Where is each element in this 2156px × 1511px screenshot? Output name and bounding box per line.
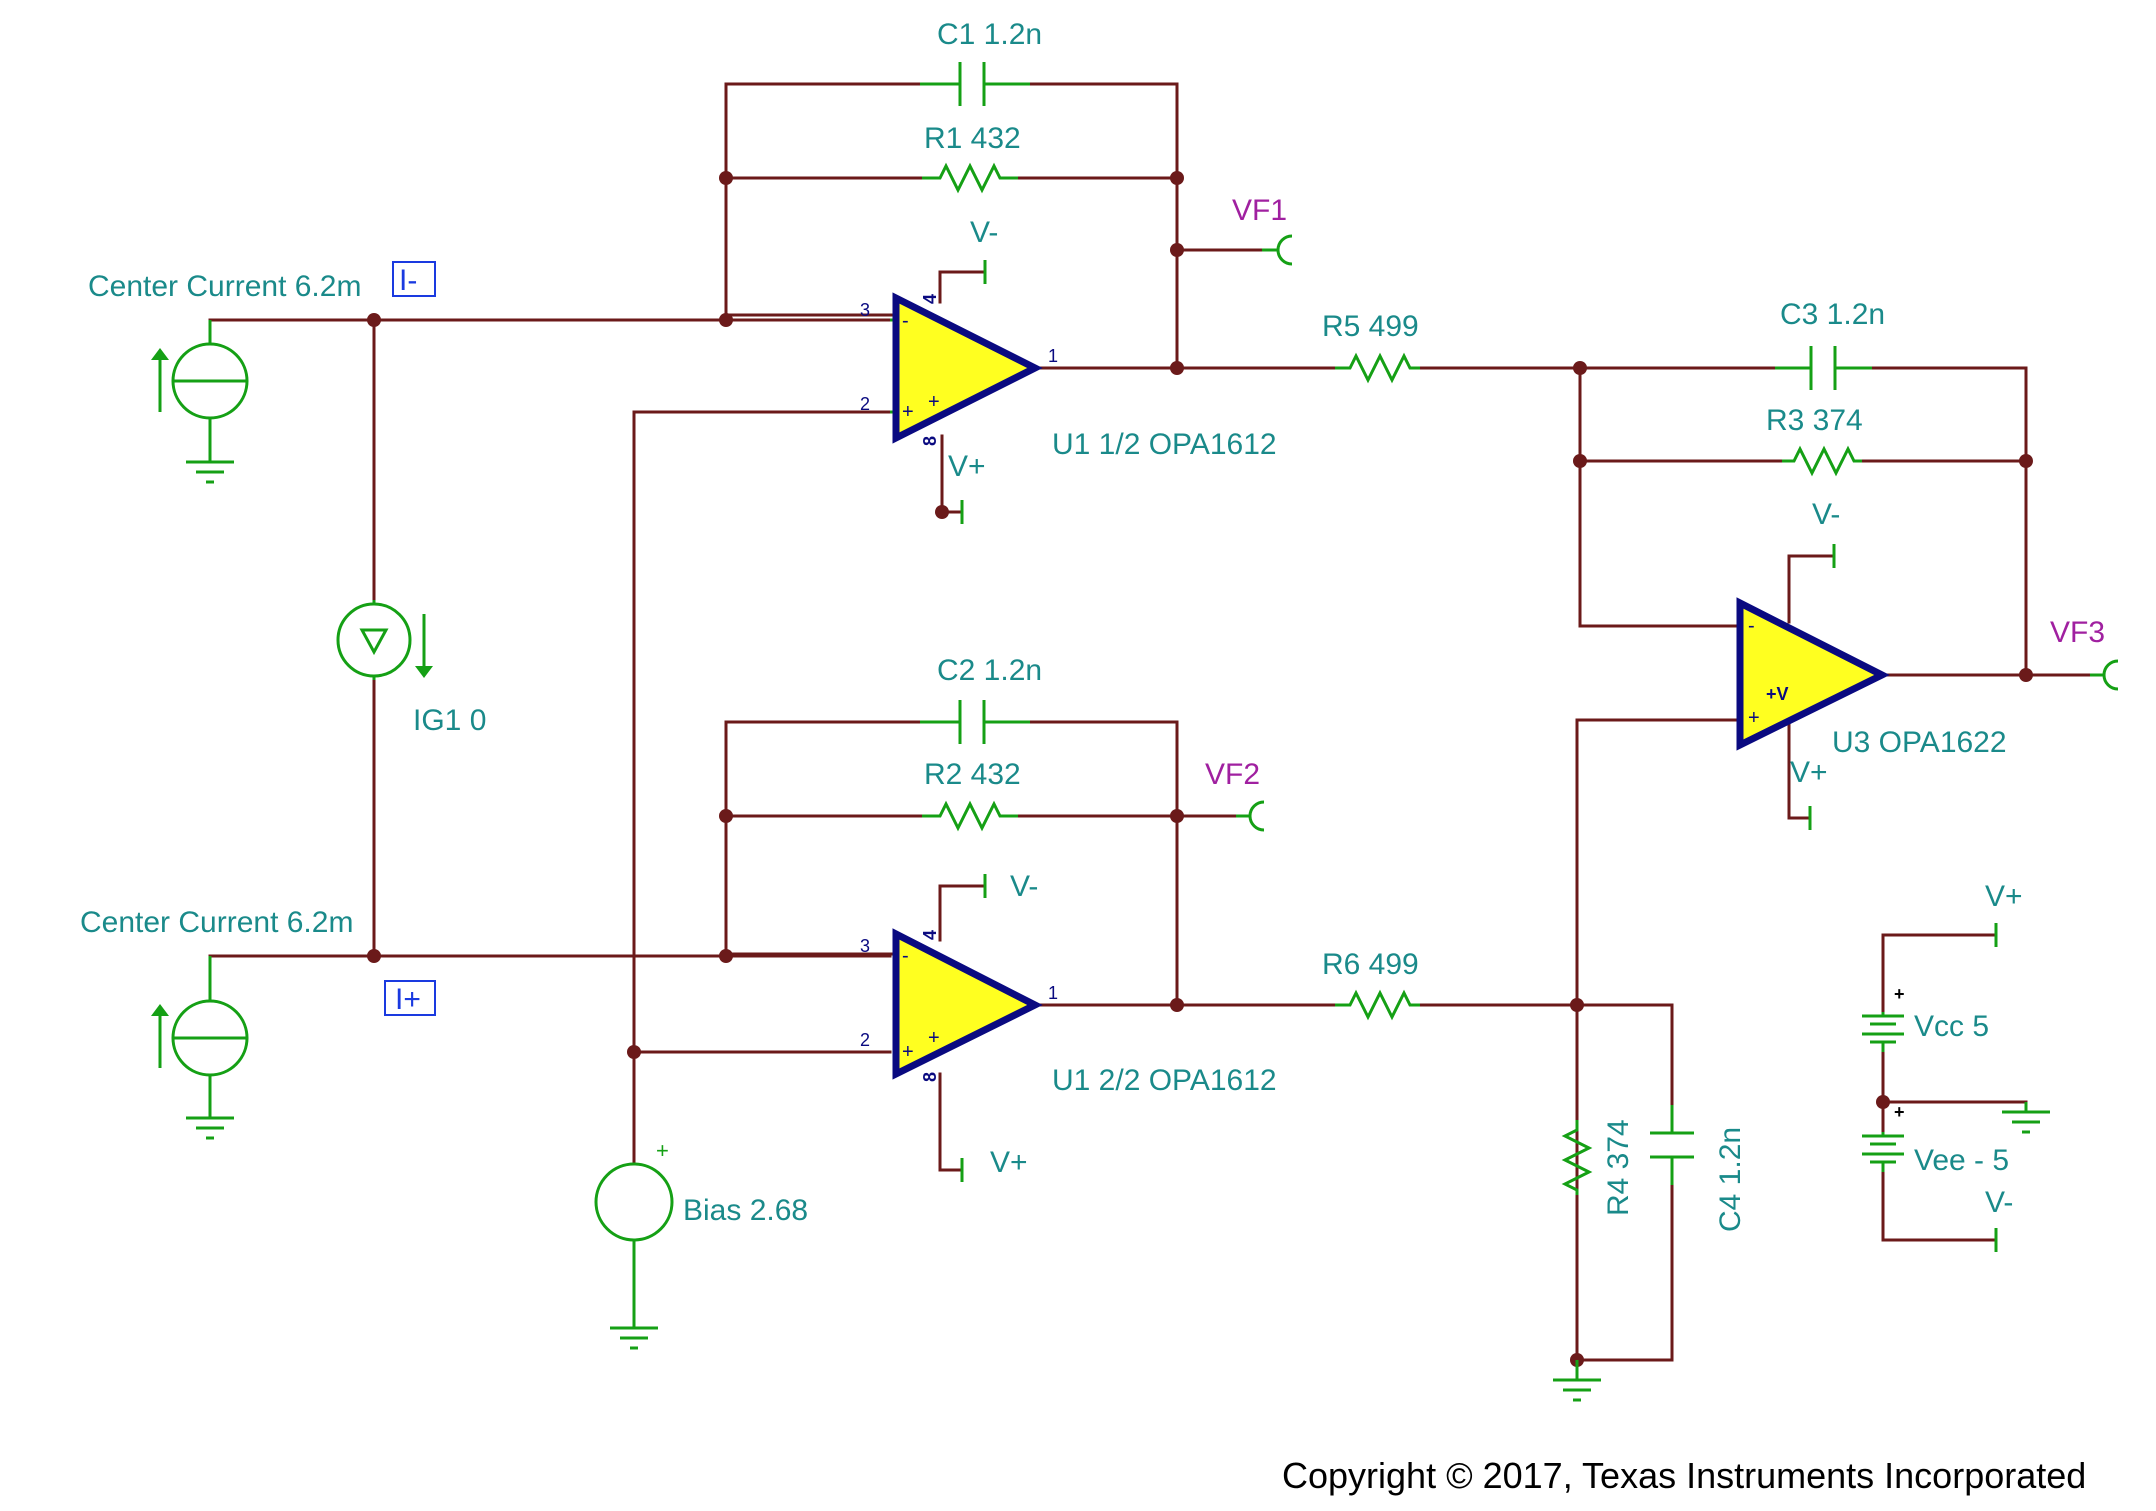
capacitor-c2 — [920, 700, 1030, 744]
current-source-bottom — [151, 956, 249, 1118]
pin-3-label: 3 — [860, 300, 870, 320]
label-vminus-u1b: V- — [1010, 870, 1038, 903]
label-c4: C4 1.2n — [1714, 1127, 1747, 1232]
label-r2: R2 432 — [924, 758, 1021, 791]
svg-text:I-: I- — [399, 264, 417, 297]
resistor-r2 — [922, 800, 1018, 832]
svg-text:+: + — [928, 1027, 940, 1049]
label-center-current-bottom: Center Current 6.2m — [80, 906, 353, 939]
label-u3: U3 OPA1622 — [1832, 726, 2007, 759]
label-r4: R4 374 — [1602, 1119, 1635, 1216]
label-vplus-supply: V+ — [1985, 880, 2023, 913]
label-r1: R1 432 — [924, 122, 1021, 155]
svg-text:+: + — [902, 1041, 914, 1063]
label-u1b: U1 2/2 OPA1612 — [1052, 1064, 1277, 1097]
svg-text:+: + — [1748, 707, 1760, 729]
label-c2: C2 1.2n — [937, 654, 1042, 687]
pin-2-label: 2 — [860, 1030, 870, 1050]
label-r5: R5 499 — [1322, 310, 1419, 343]
pin-8-label: 8 — [920, 1072, 940, 1082]
current-source-top — [151, 320, 249, 462]
label-vminus-u1a: V- — [970, 216, 998, 249]
ground-symbols — [186, 460, 2050, 1402]
label-vf3: VF3 — [2050, 616, 2105, 649]
svg-text:-: - — [902, 310, 909, 332]
opamp-u1b: - + + 3 2 4 8 1 — [860, 928, 1058, 1082]
svg-text:+: + — [656, 1138, 669, 1163]
component-labels: C1 1.2n R1 432 VF1 Center Current 6.2m V… — [80, 18, 2105, 1232]
label-vminus-u3: V- — [1812, 498, 1840, 531]
label-vminus-supply: V- — [1985, 1186, 2013, 1219]
node-box-in-plus: I+ — [384, 980, 436, 1016]
capacitor-c1 — [920, 62, 1030, 106]
label-bias: Bias 2.68 — [683, 1194, 808, 1227]
label-vcc: Vcc 5 — [1914, 1010, 1989, 1043]
svg-text:+: + — [1894, 984, 1905, 1004]
probe-vf1 — [1262, 234, 1293, 266]
resistor-r1 — [922, 162, 1018, 194]
label-ig1: IG1 0 — [413, 704, 486, 737]
capacitor-c3 — [1775, 346, 1872, 390]
label-vf1: VF1 — [1232, 194, 1287, 227]
resistor-r3 — [1782, 445, 1862, 477]
svg-text:I+: I+ — [395, 983, 421, 1016]
pin-2-label: 2 — [860, 394, 870, 414]
pin-1-label: 1 — [1048, 983, 1058, 1003]
junctions — [367, 171, 2033, 1367]
pin-1-label: 1 — [1048, 346, 1058, 366]
power-terminals — [960, 260, 1998, 1252]
resistor-r4 — [1561, 1120, 1593, 1195]
voltage-source-bias: + — [594, 1138, 674, 1328]
pin-8-label: 8 — [920, 436, 940, 446]
node-box-in-minus: I- — [392, 261, 436, 297]
battery-vee: + — [1862, 1102, 1905, 1172]
pin-3-label: 3 — [860, 936, 870, 956]
label-c3: C3 1.2n — [1780, 298, 1885, 331]
label-vee: Vee - 5 — [1914, 1144, 2009, 1177]
opamp-u3: - + +V — [1736, 597, 1890, 751]
label-vplus-u1b: V+ — [990, 1146, 1028, 1179]
capacitor-c4 — [1650, 1105, 1694, 1185]
wires — [208, 82, 2092, 1362]
label-center-current-top: Center Current 6.2m — [88, 270, 361, 303]
pin-4-label: 4 — [920, 930, 940, 940]
svg-text:+: + — [928, 391, 940, 413]
label-c1: C1 1.2n — [937, 18, 1042, 51]
resistor-r6 — [1335, 989, 1420, 1021]
label-u1a: U1 1/2 OPA1612 — [1052, 428, 1277, 461]
pin-4-label: 4 — [920, 294, 940, 304]
label-vplus-u3: V+ — [1790, 756, 1828, 789]
opamp-u1a: - + + 3 2 4 8 1 — [860, 292, 1058, 446]
label-vf2: VF2 — [1205, 758, 1260, 791]
svg-text:+: + — [902, 401, 914, 423]
label-r3: R3 374 — [1766, 404, 1863, 437]
label-r6: R6 499 — [1322, 948, 1419, 981]
resistor-r5 — [1335, 352, 1420, 384]
svg-text:-: - — [902, 945, 909, 967]
label-vplus-u1a: V+ — [948, 450, 986, 483]
battery-vcc: + — [1862, 984, 1905, 1052]
svg-text:+V: +V — [1766, 684, 1789, 704]
copyright-text: Copyright © 2017, Texas Instruments Inco… — [1282, 1455, 2086, 1496]
probe-vf3 — [2090, 659, 2119, 691]
svg-text:-: - — [1748, 615, 1755, 637]
probe-vf2 — [1236, 800, 1265, 832]
current-source-ig1 — [336, 600, 433, 680]
svg-text:+: + — [1894, 1102, 1905, 1122]
